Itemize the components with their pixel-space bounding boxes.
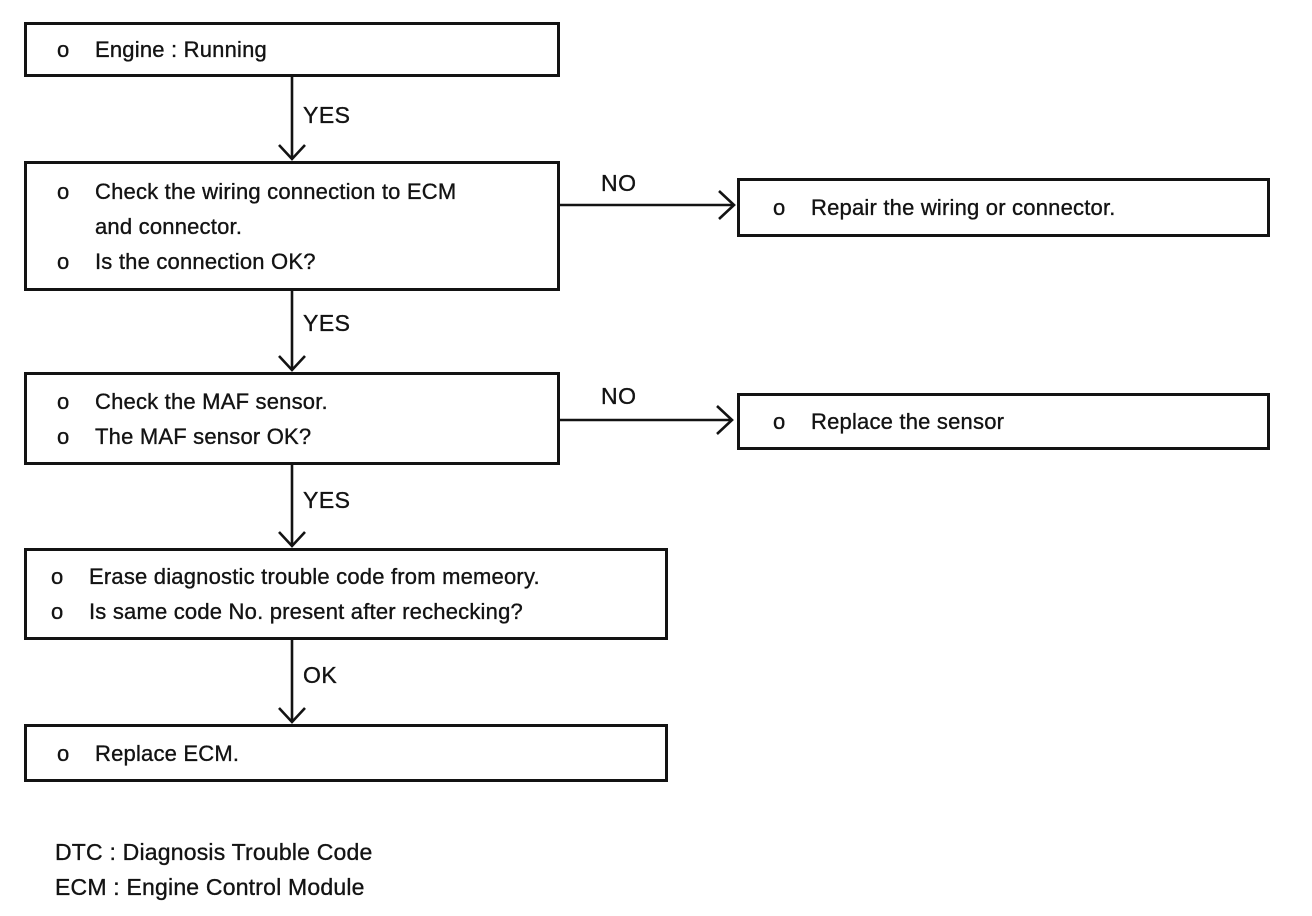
arrow-yes-3: [278, 465, 306, 548]
arrow-yes-2: [278, 291, 306, 372]
step-text: Is the connection OK?: [95, 248, 316, 274]
legend-line-ecm: ECM : Engine Control Module: [55, 874, 365, 900]
step-text: and connector.: [95, 213, 243, 239]
flow-node-check-wiring: o Check the wiring connection to ECM and…: [24, 161, 560, 291]
bullet-marker: o: [57, 248, 70, 274]
edge-label-no-1: NO: [601, 170, 637, 196]
edge-label-yes-1: YES: [303, 102, 351, 128]
step-text: Is same code No. present after recheckin…: [89, 599, 523, 624]
abbreviation-legend: DTC : Diagnosis Trouble Code ECM : Engin…: [55, 835, 373, 905]
arrow-ok-1: [278, 640, 306, 724]
step-text: Repair the wiring or connector.: [811, 195, 1116, 220]
bullet-marker: o: [57, 178, 70, 204]
step-text: Engine : Running: [95, 37, 267, 62]
step-text: Check the wiring connection to ECM: [95, 178, 457, 204]
bullet-marker: o: [51, 599, 64, 624]
arrow-no-1: [560, 190, 736, 220]
flow-node-replace-ecm: o Replace ECM.: [24, 724, 668, 782]
step-text: Replace ECM.: [95, 740, 240, 766]
arrow-no-2: [560, 405, 734, 435]
legend-line-dtc: DTC : Diagnosis Trouble Code: [55, 839, 373, 865]
bullet-marker: o: [57, 740, 70, 766]
step-text: The MAF sensor OK?: [95, 423, 312, 449]
flow-node-check-maf: o Check the MAF sensor. o The MAF sensor…: [24, 372, 560, 465]
flow-node-replace-sensor: o Replace the sensor: [737, 393, 1270, 450]
bullet-marker: o: [57, 423, 70, 449]
step-text: Check the MAF sensor.: [95, 388, 328, 414]
bullet-marker: o: [57, 37, 70, 62]
flow-node-erase-dtc: o Erase diagnostic trouble code from mem…: [24, 548, 668, 640]
edge-label-yes-2: YES: [303, 310, 351, 336]
step-text: Erase diagnostic trouble code from memeo…: [89, 564, 540, 589]
edge-label-no-2: NO: [601, 383, 637, 409]
bullet-marker: o: [773, 409, 786, 434]
arrow-yes-1: [278, 77, 306, 161]
edge-label-ok-1: OK: [303, 662, 338, 688]
flow-node-engine-running: o Engine : Running: [24, 22, 560, 77]
edge-label-yes-3: YES: [303, 487, 351, 513]
bullet-marker: o: [57, 388, 70, 414]
bullet-marker: o: [51, 564, 64, 589]
step-text: Replace the sensor: [811, 409, 1005, 434]
bullet-marker: o: [773, 195, 786, 220]
flow-node-repair-wiring: o Repair the wiring or connector.: [737, 178, 1270, 237]
